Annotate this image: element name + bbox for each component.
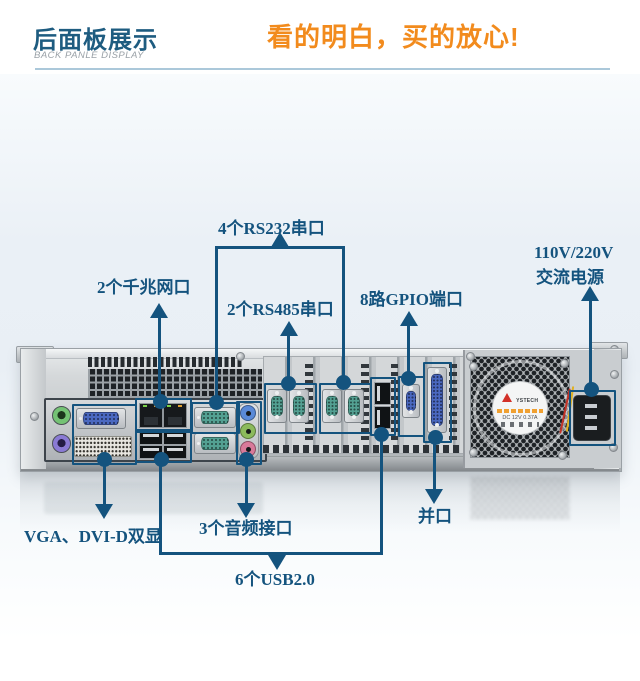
ps2-mouse-port (52, 434, 71, 453)
rs232-right-dot (336, 375, 351, 390)
audio-arrow-icon (237, 503, 255, 518)
rs485-label: 2个RS485串口 (227, 300, 334, 319)
psu-fan-ring (473, 360, 569, 456)
blank-slot-vents (449, 362, 457, 440)
parallel-dot (428, 430, 443, 445)
rs485-serial-port (289, 389, 309, 423)
rs232-label: 4个RS232串口 (218, 219, 325, 238)
screw (236, 352, 245, 361)
power-highlight-box (569, 390, 616, 446)
rs232-bracket-line (215, 246, 345, 249)
rs485-dot (281, 376, 296, 391)
power-label-line1: 110V/220V (534, 243, 614, 262)
blank-slot-vents (361, 362, 369, 440)
slogan: 看的明白，买的放心! (267, 22, 520, 52)
psu-brand-text: YSTECH (516, 398, 539, 404)
screw (466, 352, 475, 361)
ethernet-port (163, 403, 187, 428)
usb-arrow-icon (268, 555, 286, 570)
display-arrow-icon (95, 504, 113, 519)
usb-port (163, 445, 187, 459)
screw (558, 451, 567, 460)
header-divider (35, 68, 610, 70)
lan-arrow-icon (150, 303, 168, 318)
rs232-highlight-box (319, 383, 372, 434)
vga-port (76, 408, 126, 429)
display-line (103, 464, 106, 504)
parallel-arrow-icon (425, 489, 443, 504)
reflection-vent-ghost (470, 476, 570, 520)
ps2-keyboard-port (52, 406, 71, 425)
screw (610, 370, 619, 379)
page-subtitle: BACK PANLE DISPLAY (34, 50, 145, 61)
rs232-serial-port (322, 389, 342, 423)
chassis-left-cap (21, 349, 46, 469)
gpio-port (402, 384, 420, 418)
rs232-serial-port (344, 389, 364, 423)
parallel-port (427, 367, 447, 433)
usb-exp-dot (374, 427, 389, 442)
screw (609, 443, 618, 452)
screw (30, 412, 39, 421)
rs485-arrow-icon (280, 321, 298, 336)
power-line (589, 300, 592, 392)
lan-line (158, 317, 161, 402)
rs232-bracket-right-line (342, 246, 345, 384)
audio-line (245, 464, 248, 503)
screw (469, 362, 478, 371)
usb-port (374, 382, 391, 405)
rs485-serial-port (267, 389, 287, 423)
sticker-barcode-stripes (497, 409, 543, 413)
chassis-reflection (20, 472, 620, 544)
psu-spec-text: DC 12V 0.37A (502, 415, 538, 421)
power-label-line2: 交流电源 (536, 268, 604, 287)
reflection-io-ghost (44, 482, 263, 514)
parallel-line (433, 442, 436, 489)
parallel-label: 并口 (418, 507, 452, 526)
ac-power-inlet (573, 395, 611, 441)
gpio-label: 8路GPIO端口 (360, 290, 463, 309)
audio-line-out-jack (240, 423, 256, 439)
power-arrow-icon (581, 286, 599, 301)
lan-dot (153, 394, 168, 409)
usb-bracket-line (159, 552, 383, 555)
audio-dot (239, 452, 254, 467)
usb-label: 6个USB2.0 (235, 570, 315, 589)
lan-label: 2个千兆网口 (97, 278, 191, 297)
display-dot (97, 452, 112, 467)
usb-bracket-left-line (159, 464, 162, 555)
top-vent-row (88, 357, 242, 367)
gpio-line (407, 325, 410, 380)
gpio-dot (401, 371, 416, 386)
mesh-vent-grid (88, 369, 262, 398)
psu-fan-sticker: YSTECH DC 12V 0.37A (492, 381, 548, 435)
psu-sticker-brand-row: YSTECH (493, 389, 547, 407)
power-dot (584, 382, 599, 397)
gpio-arrow-icon (400, 311, 418, 326)
dvi-d-port (74, 436, 132, 457)
rs485-line (287, 335, 290, 385)
display-label: VGA、DVI-D双显 (24, 527, 162, 546)
screw (560, 359, 569, 368)
blank-slot-vents (305, 362, 313, 440)
sticker-cert-marks (501, 422, 539, 427)
audio-line-in-jack (240, 405, 256, 421)
usb-bracket-right-line (380, 439, 383, 555)
page-title: 后面板展示 (33, 27, 158, 54)
rs232-bracket-left-line (215, 246, 218, 404)
audio-label: 3个音频接口 (199, 519, 293, 538)
usb-mb-dot (154, 452, 169, 467)
com-port (194, 433, 236, 454)
rs232-arrow-icon (271, 232, 289, 247)
brand-triangle-logo (501, 393, 512, 403)
bottom-vent-row (263, 445, 459, 453)
screw (469, 448, 478, 457)
rs232-left-dot (209, 395, 224, 410)
